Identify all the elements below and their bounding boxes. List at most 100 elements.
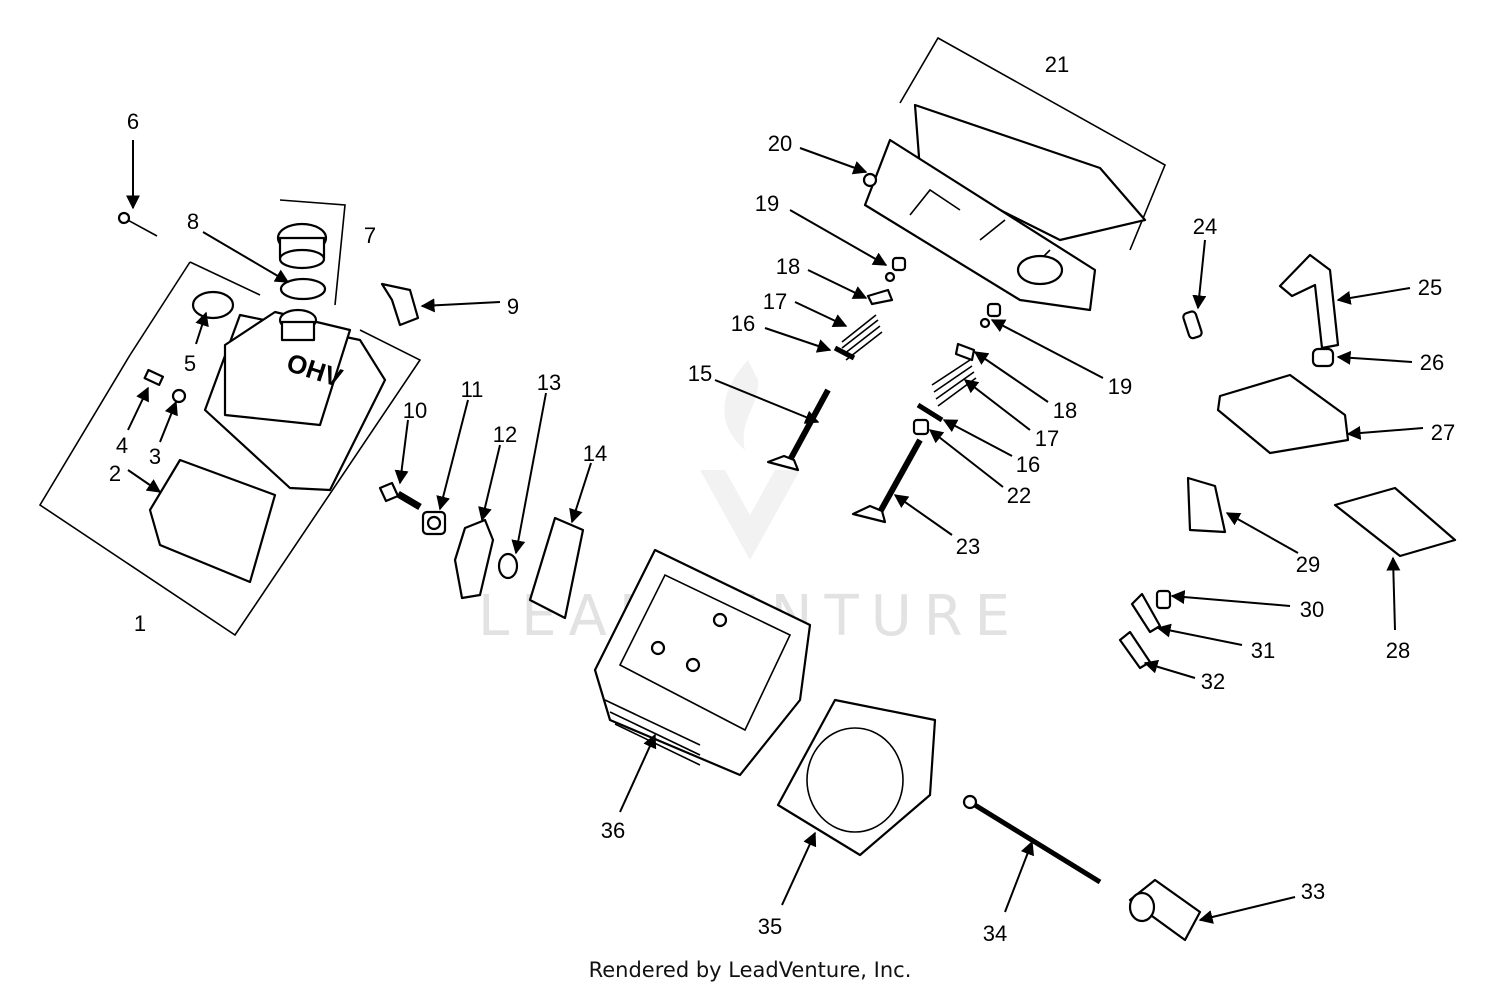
- part-34-push-rod: [962, 794, 1102, 885]
- callout-12: 12: [493, 422, 517, 447]
- part-10-bolt: [378, 481, 422, 511]
- callout-9: 9: [507, 294, 519, 319]
- leader-22: [928, 429, 1004, 488]
- callout-17b: 17: [1035, 426, 1059, 451]
- callout-18b: 18: [1053, 398, 1077, 423]
- leader-32: [1143, 659, 1196, 679]
- part-5-oring: [191, 290, 235, 320]
- callout-labels: 1234567891011121314151617181920211918171…: [109, 52, 1455, 946]
- callout-28: 28: [1386, 638, 1410, 663]
- leader-16a: [764, 327, 832, 353]
- leader-20: [799, 147, 868, 175]
- callout-23: 23: [956, 534, 980, 559]
- callout-14: 14: [583, 441, 607, 466]
- callout-11: 11: [461, 377, 484, 402]
- leader-9: [420, 298, 501, 313]
- leader-lines: [126, 140, 1424, 924]
- leader-10: [394, 419, 409, 485]
- callout-18a: 18: [776, 254, 800, 279]
- rocker-cover-assembly: OHV: [38, 261, 422, 637]
- part-35-head-gasket: [776, 698, 937, 857]
- part-30-screw: [1155, 589, 1172, 610]
- leader-17b: [963, 379, 1031, 431]
- leader-18b: [973, 351, 1049, 403]
- callout-26: 26: [1420, 350, 1444, 375]
- leader-4: [127, 386, 149, 431]
- callout-4: 4: [116, 433, 128, 458]
- part-12-rocker-arm: [453, 518, 495, 600]
- part-29-filter: [1186, 476, 1227, 534]
- part-27-breather-cover: [1216, 373, 1350, 455]
- leader-11: [436, 399, 469, 511]
- leader-29: [1225, 512, 1299, 554]
- leader-27: [1346, 426, 1424, 440]
- callout-27: 27: [1431, 420, 1455, 445]
- leader-15: [714, 379, 820, 424]
- leader-25: [1336, 287, 1411, 305]
- part-28-gasket: [1333, 486, 1457, 558]
- callout-6: 6: [127, 109, 139, 134]
- leader-19a: [789, 209, 888, 266]
- leader-31: [1156, 623, 1243, 646]
- part-6-bolt: [117, 211, 158, 237]
- callout-2: 2: [109, 461, 121, 486]
- part-17b-spring: [931, 359, 977, 407]
- watermark-logo: [700, 360, 800, 560]
- part-4-screw: [143, 368, 165, 387]
- leader-14: [569, 462, 592, 524]
- leader-30: [1170, 590, 1291, 607]
- part-19a-cap: [884, 256, 907, 283]
- part-18a-retainer: [866, 288, 894, 306]
- part-2-gasket: [148, 458, 277, 584]
- callout-30: 30: [1300, 597, 1324, 622]
- leader-19b: [990, 319, 1104, 379]
- leader-2: [127, 469, 162, 493]
- callout-7: 7: [364, 223, 376, 248]
- part-18b-retainer: [954, 342, 976, 362]
- leader-8: [202, 231, 290, 283]
- part-23-valve: [851, 438, 923, 524]
- part-20-21-housing: [862, 36, 1167, 312]
- leader-24: [1192, 239, 1207, 310]
- leader-33: [1198, 896, 1296, 924]
- leader-13: [511, 392, 547, 555]
- part-22-seal: [912, 418, 930, 436]
- part-16b-keeper: [916, 402, 944, 423]
- callout-35: 35: [758, 914, 782, 939]
- leader-12: [478, 444, 501, 522]
- part-11-spacer: [421, 510, 447, 536]
- callout-25: 25: [1418, 275, 1442, 300]
- callout-33: 33: [1301, 879, 1325, 904]
- callout-19b: 19: [1108, 374, 1132, 399]
- callout-20: 20: [768, 131, 792, 156]
- leader-3: [159, 400, 178, 443]
- part-9-bracket: [380, 282, 420, 327]
- part-36-cylinder-head: [593, 548, 812, 777]
- part-19b-cap: [979, 302, 1002, 329]
- part-31-clip: [1130, 592, 1162, 634]
- callout-1: 1: [134, 611, 146, 636]
- footer-credit: Rendered by LeadVenture, Inc.: [588, 958, 912, 982]
- callout-13: 13: [537, 370, 561, 395]
- part-25-tube: [1278, 253, 1340, 350]
- part-15-valve: [766, 388, 831, 472]
- callout-16a: 16: [731, 311, 755, 336]
- part-33-lifter-end: [1128, 891, 1156, 923]
- leader-5: [195, 311, 209, 345]
- callout-34: 34: [983, 921, 1007, 946]
- leader-16b: [942, 419, 1013, 457]
- callout-21: 21: [1045, 52, 1069, 77]
- leader-36: [619, 733, 657, 813]
- callout-36: 36: [601, 818, 625, 843]
- part-14-plate: [528, 516, 585, 620]
- callout-29: 29: [1296, 552, 1320, 577]
- leader-34: [1004, 840, 1034, 913]
- callout-17a: 17: [763, 289, 787, 314]
- leader-26: [1336, 350, 1413, 365]
- callout-3: 3: [149, 444, 161, 469]
- callout-5: 5: [184, 351, 196, 376]
- leader-23: [893, 494, 953, 536]
- callout-32: 32: [1201, 669, 1225, 694]
- callout-8: 8: [187, 209, 199, 234]
